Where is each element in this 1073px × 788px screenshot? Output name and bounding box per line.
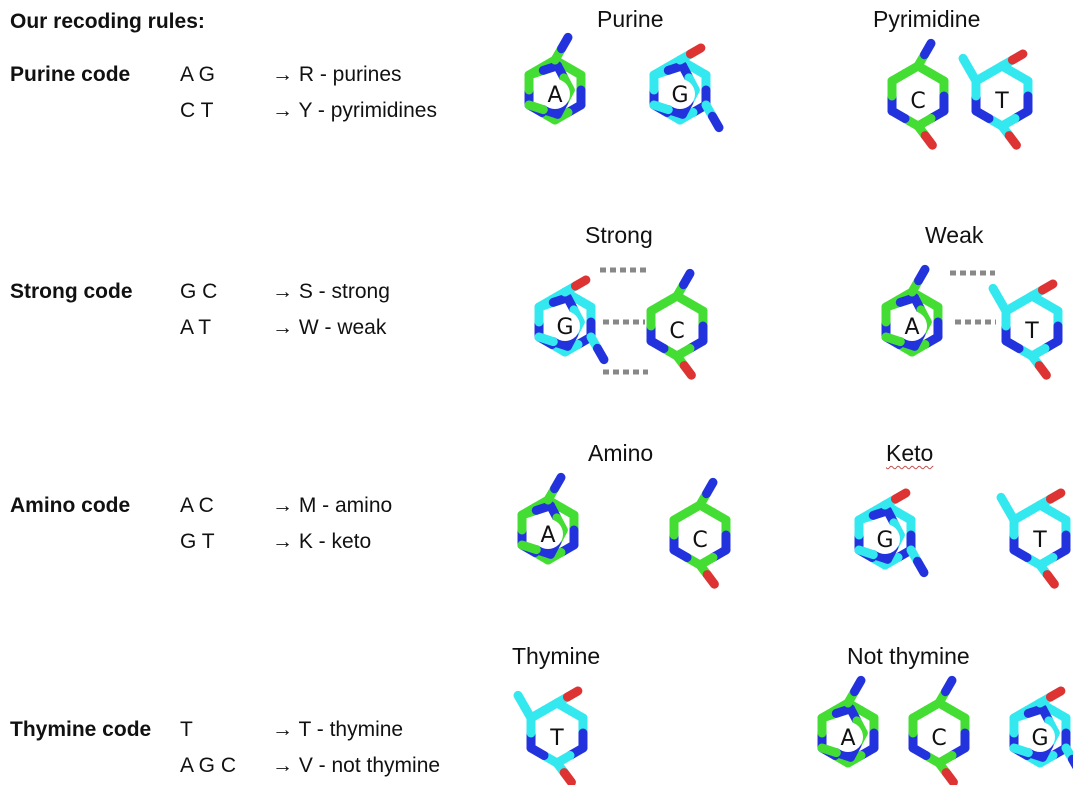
- base-label-circle: [685, 524, 715, 554]
- base-letter-a: A: [840, 726, 855, 751]
- base-letter-c: C: [692, 528, 707, 553]
- thymine-molecule: T: [988, 279, 1063, 380]
- rule-mapping: → R - purines: [272, 63, 402, 86]
- thymine-molecule: T: [958, 49, 1033, 150]
- weak-label: Weak: [925, 222, 984, 248]
- base-label-circle: [662, 315, 692, 345]
- thymine-molecule: T: [513, 686, 588, 785]
- base-label-circle: [1025, 722, 1055, 752]
- thymine-label: Thymine: [512, 643, 601, 669]
- rule-mapping: → T - thymine: [272, 718, 404, 741]
- cytosine-molecule: C: [669, 477, 731, 589]
- rule-mapping: → M - amino: [272, 494, 393, 517]
- base-label-circle: [987, 85, 1017, 115]
- adenine-molecule: A: [817, 675, 879, 768]
- rule-letters: G C: [180, 280, 218, 303]
- guanine-molecule: G: [854, 488, 929, 578]
- rule-letters: A G: [180, 63, 216, 86]
- base-letter-t: T: [1024, 319, 1039, 344]
- base-label-circle: [833, 722, 863, 752]
- base-label-circle: [550, 311, 580, 341]
- rule-mapping: → W - weak: [272, 316, 387, 339]
- rule-code: Thymine code: [10, 718, 152, 741]
- adenine-molecule: A: [881, 264, 943, 357]
- strong-label: Strong: [585, 222, 653, 248]
- thymine-molecule: T: [996, 488, 1071, 589]
- base-letter-a: A: [540, 523, 555, 548]
- base-letter-c: C: [931, 726, 946, 751]
- base-letter-t: T: [994, 89, 1009, 114]
- rule-letters: A T: [180, 316, 212, 339]
- not-thymine-label: Not thymine: [847, 643, 970, 669]
- rule-letters: A C: [180, 494, 214, 517]
- rule-code: Amino code: [10, 494, 131, 517]
- cytosine-molecule: C: [908, 675, 970, 785]
- thymine-rule: Thymine code T → T - thymine A G C → V -…: [10, 718, 480, 788]
- strong-rule: Strong code G C → S - strong A T → W - w…: [10, 280, 480, 350]
- base-letter-g: G: [556, 315, 573, 340]
- base-letter-a: A: [904, 315, 919, 340]
- base-letter-g: G: [876, 528, 893, 553]
- base-label-circle: [1017, 315, 1047, 345]
- rule-letters: A G C: [180, 754, 237, 777]
- pyrimidine-label: Pyrimidine: [873, 6, 981, 32]
- base-label-circle: [665, 79, 695, 109]
- base-letter-c: C: [669, 319, 684, 344]
- rule-code: Purine code: [10, 63, 131, 86]
- rule-code: Strong code: [10, 280, 133, 303]
- rule-mapping: → Y - pyrimidines: [272, 99, 437, 122]
- purine-label: Purine: [597, 6, 664, 32]
- rule-letters: C T: [180, 99, 214, 122]
- base-label-circle: [533, 519, 563, 549]
- base-letter-t: T: [549, 726, 564, 751]
- base-label-circle: [542, 722, 572, 752]
- base-label-circle: [903, 85, 933, 115]
- base-letter-g: G: [671, 83, 688, 108]
- keto-label: Keto: [886, 440, 934, 466]
- guanine-molecule: G: [534, 275, 609, 365]
- guanine-molecule: G: [1009, 686, 1073, 770]
- base-label-circle: [924, 722, 954, 752]
- base-letter-g: G: [1031, 726, 1048, 751]
- base-letter-a: A: [547, 83, 562, 108]
- heading: Our recoding rules:: [10, 10, 205, 33]
- adenine-molecule: A: [517, 472, 579, 565]
- cytosine-molecule: C: [887, 38, 949, 150]
- amino-label: Amino: [588, 440, 654, 466]
- base-letter-t: T: [1032, 528, 1047, 553]
- rule-letters: T: [180, 718, 193, 741]
- base-label-circle: [870, 524, 900, 554]
- adenine-molecule: A: [524, 32, 586, 125]
- rule-mapping: → V - not thymine: [272, 754, 441, 777]
- rule-mapping: → S - strong: [272, 280, 390, 303]
- base-label-circle: [1025, 524, 1055, 554]
- base-label-circle: [897, 311, 927, 341]
- amino-rule: Amino code A C → M - amino G T → K - ket…: [10, 494, 480, 564]
- cytosine-molecule: C: [646, 268, 708, 380]
- base-label-circle: [540, 79, 570, 109]
- rule-mapping: → K - keto: [272, 530, 372, 553]
- purine-rule: Purine code A G → R - purines C T → Y - …: [10, 63, 480, 133]
- rule-letters: G T: [180, 530, 215, 553]
- base-letter-c: C: [910, 89, 925, 114]
- guanine-molecule: G: [649, 43, 724, 133]
